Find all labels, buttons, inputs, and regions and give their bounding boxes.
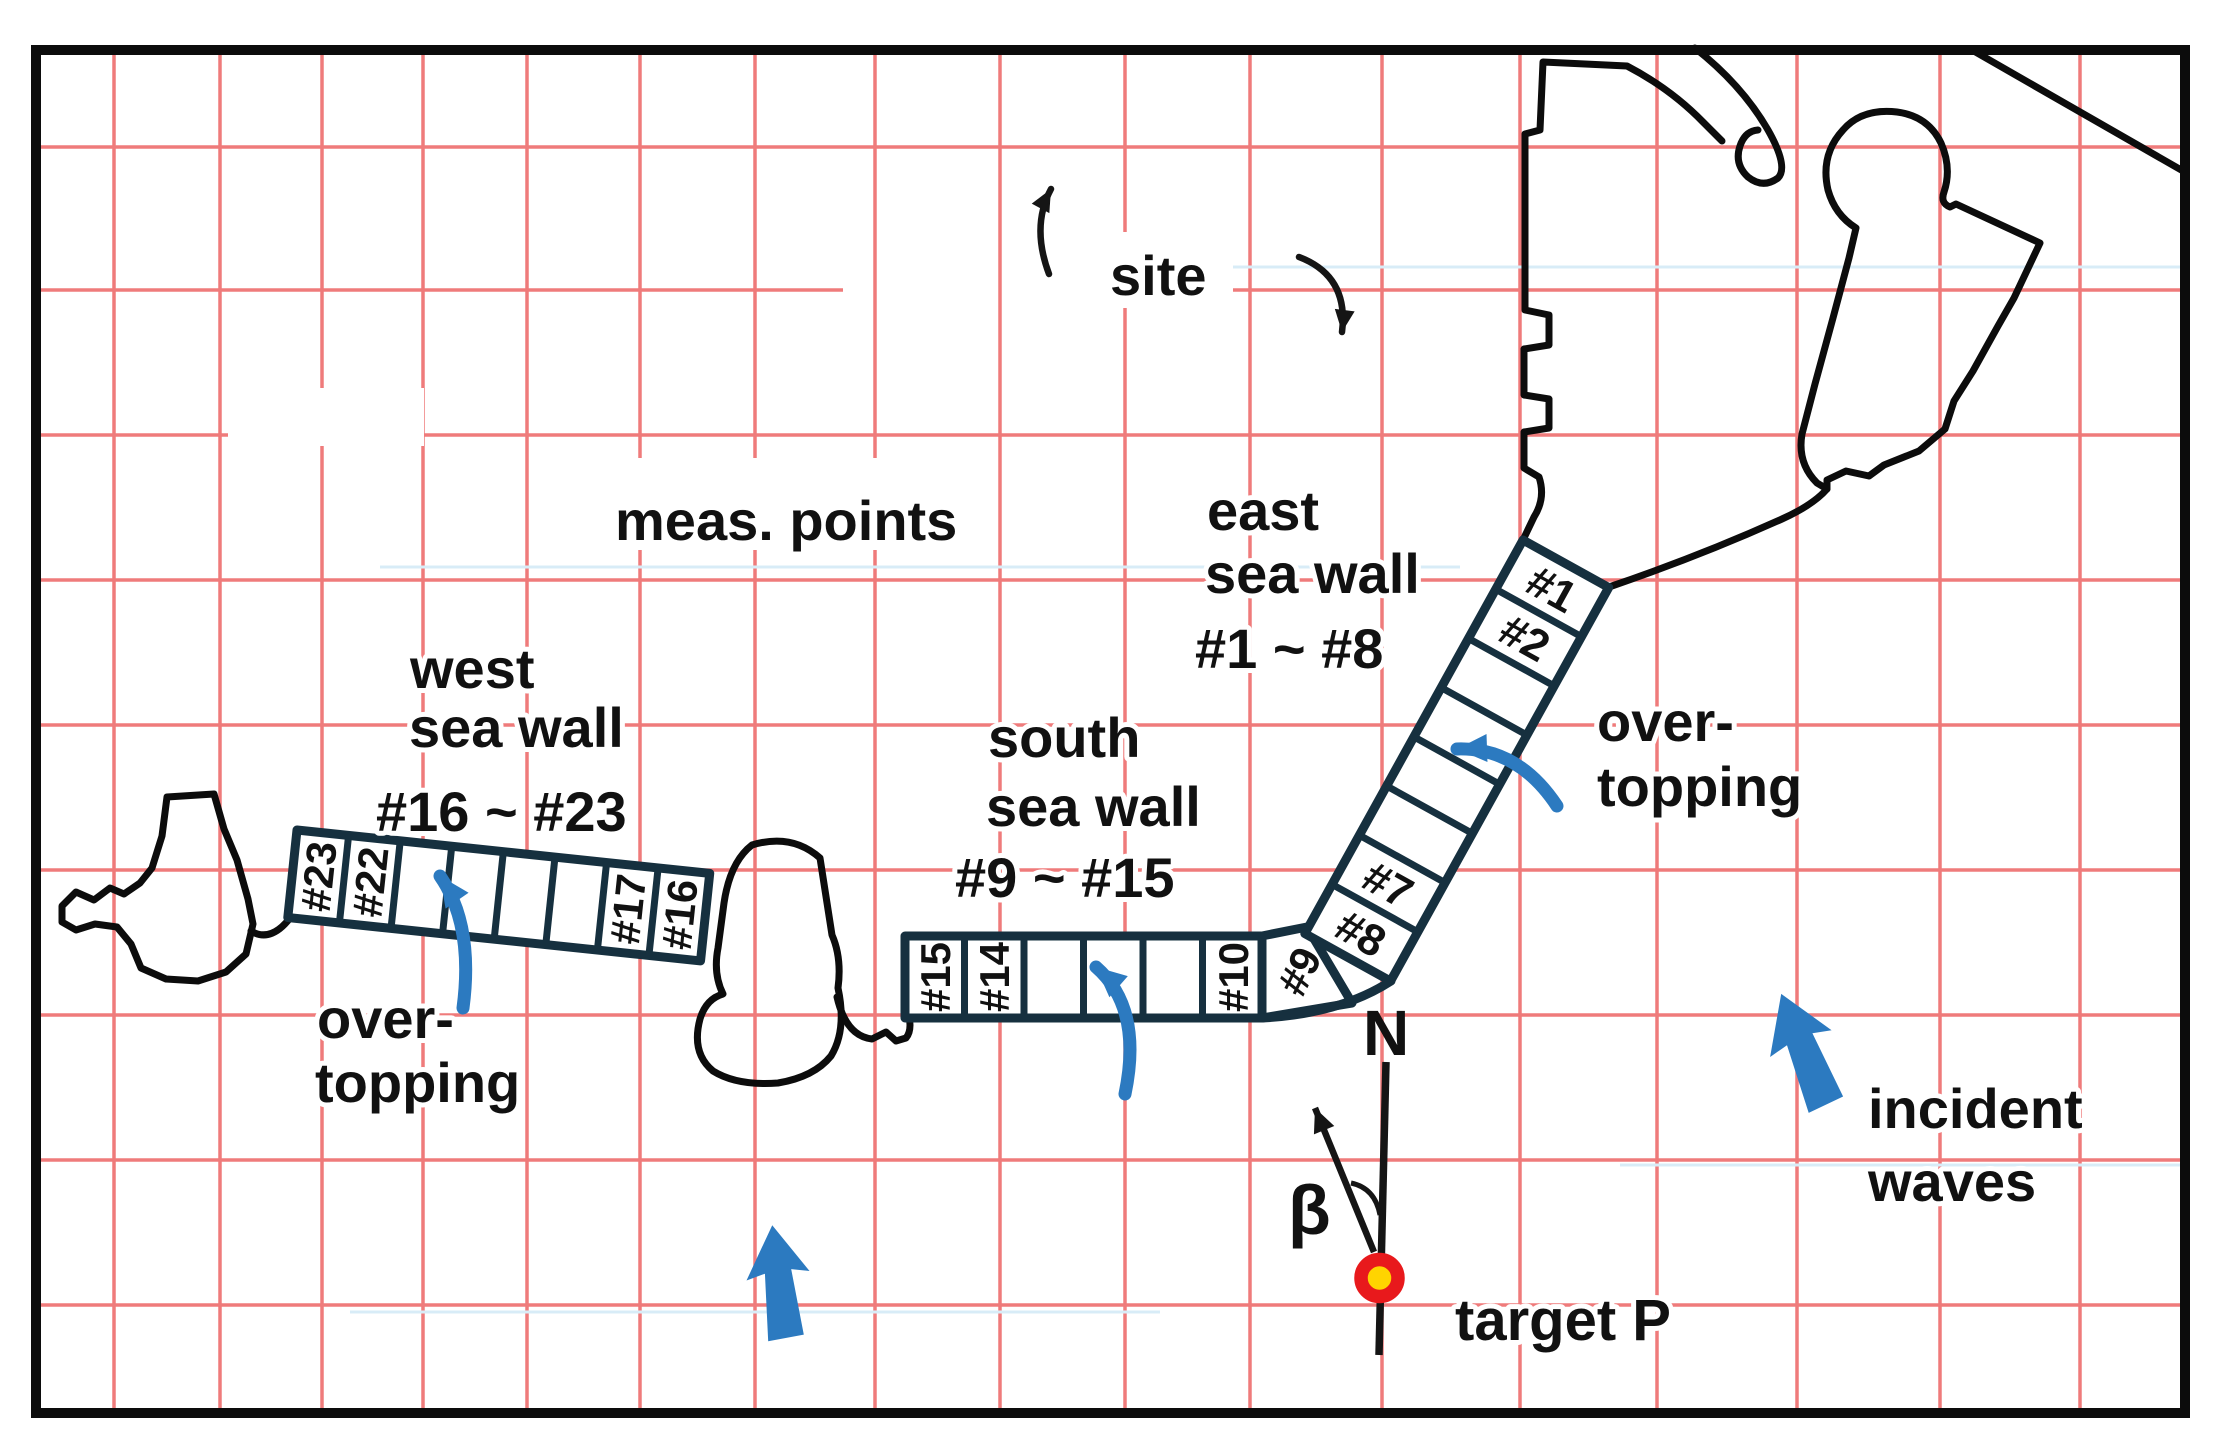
target-point-icon (1354, 1252, 1405, 1304)
south-wall-range: #9 ~ #15 (955, 846, 1175, 909)
beta-angle-arc (1350, 1180, 1383, 1216)
west-sea-wall: #23 #22 #17 #16 (283, 825, 715, 966)
erased-patch (228, 388, 424, 446)
peninsula-outline (1797, 107, 2044, 493)
site-arrowhead-icon (1334, 308, 1355, 332)
coastline (58, 44, 2187, 1087)
meas-points-label: meas. points (615, 489, 957, 552)
cell-label-14: #14 (971, 941, 1018, 1012)
coast-segment (1605, 485, 1831, 591)
cell-label-15: #15 (912, 942, 959, 1012)
south-wall-name-line2: sea wall (986, 775, 1201, 838)
west-wall-range: #16 ~ #23 (376, 780, 627, 843)
south-sea-wall: #15 #14 #10 #9 (900, 922, 1396, 1023)
cell-label-22: #22 (343, 845, 397, 920)
east-sea-wall: #1 #2 #7 #8 (1300, 535, 1614, 986)
cell-label-17: #17 (601, 872, 655, 947)
coast-segment (1968, 46, 2187, 175)
overtopping-label-west-line2: topping (315, 1051, 520, 1114)
incident-waves-label-line2: waves (1867, 1150, 2036, 1213)
wall-divider (335, 835, 353, 924)
cell-label-16: #16 (653, 877, 707, 952)
incident-waves-label-line1: incident (1868, 1077, 2083, 1140)
beta-arrowhead-icon (1313, 1108, 1335, 1135)
overtopping-arrowhead-icon (1096, 967, 1128, 998)
overtopping-arrows (433, 734, 1564, 1101)
beta-direction-arrow (1311, 1106, 1378, 1254)
west-wall-name-line2: sea wall (409, 696, 624, 759)
erased-patch (1085, 232, 1233, 308)
west-islet-outline (58, 790, 257, 985)
cell-label-23: #23 (292, 839, 346, 914)
north-beta-target (1311, 1061, 1405, 1356)
north-label: N (1363, 997, 1409, 1069)
wall-divider (1330, 881, 1420, 935)
overtopping-label-east-line1: over- (1597, 690, 1734, 753)
incident-wave-arrow-icon (1770, 993, 1844, 1113)
wall-divider (1494, 586, 1584, 640)
wall-divider (1357, 832, 1447, 886)
wall-divider (490, 851, 507, 940)
erased-patch (598, 458, 933, 550)
grid (40, 54, 2182, 1410)
east-wall-name-line2: sea wall (1205, 542, 1420, 605)
wall-divider (1412, 733, 1502, 788)
wall-divider (593, 862, 611, 951)
wall-divider (645, 867, 662, 956)
wall-divider (1439, 684, 1529, 739)
overtopping-arrowhead-icon (1457, 734, 1488, 762)
north-reference-line (1375, 1061, 1390, 1356)
target-label: target P (1455, 1288, 1671, 1353)
pier-outline (1519, 58, 1726, 544)
wall-divider (387, 840, 404, 929)
coast-segment (833, 993, 914, 1045)
wall-divider (542, 856, 559, 945)
east-wall-name-line1: east (1207, 479, 1319, 542)
incident-wave-arrow-icon (746, 1225, 810, 1342)
west-wall-name-line1: west (409, 637, 535, 700)
site-arrowhead-icon (1031, 189, 1051, 214)
wall-junction-corner (1257, 976, 1396, 1023)
overtopping-arrowhead-icon (440, 876, 469, 909)
site-pointer-arrows (1031, 185, 1355, 336)
overtopping-label-west-line1: over- (317, 987, 454, 1050)
breakwater-hook (1691, 44, 1786, 187)
south-wall-name-line1: south (988, 706, 1140, 769)
map-border (31, 45, 2190, 1418)
incident-wave-arrows (746, 993, 1844, 1342)
beta-label: β (1288, 1171, 1331, 1249)
wall-divider (1466, 635, 1556, 689)
site-label: site (1110, 244, 1207, 307)
headland-outline (693, 837, 845, 1087)
cell-label-10: #10 (1210, 942, 1257, 1012)
overtopping-label-east-line2: topping (1597, 755, 1802, 818)
wall-divider (1384, 782, 1475, 837)
east-wall-range: #1 ~ #8 (1195, 617, 1383, 680)
